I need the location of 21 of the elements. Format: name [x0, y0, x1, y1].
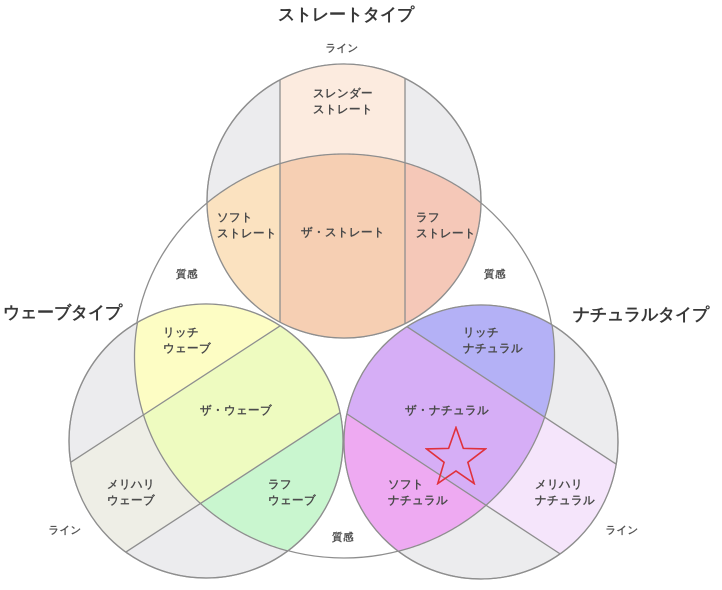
axis-label: 質感 — [176, 268, 198, 282]
type-heading: ナチュラルタイプ — [573, 304, 709, 326]
segment-label: ザ・ストレート — [301, 224, 385, 240]
segment-label: メリハリウェーブ — [107, 476, 155, 508]
segment-label: リッチウェーブ — [163, 324, 211, 356]
axis-label: ライン — [326, 42, 358, 56]
segment-label: ザ・ウェーブ — [200, 402, 272, 418]
segment-label: リッチナチュラル — [463, 324, 523, 356]
segment-label: ソフトナチュラル — [388, 476, 448, 508]
segment-label: ソフトストレート — [217, 208, 277, 242]
segment-label: ラフストレート — [416, 208, 476, 242]
axis-label: 質感 — [484, 268, 506, 282]
type-heading: ストレートタイプ — [278, 4, 414, 26]
axis-label: 質感 — [332, 532, 354, 544]
segment-label: スレンダーストレート — [313, 84, 373, 118]
segment-label: ザ・ナチュラル — [405, 402, 489, 418]
axis-label: ライン — [606, 524, 638, 538]
segment-label: メリハリナチュラル — [535, 476, 595, 508]
type-heading: ウェーブタイプ — [3, 302, 122, 324]
segment-label: ラフウェーブ — [268, 476, 316, 508]
axis-label: ライン — [48, 524, 82, 538]
